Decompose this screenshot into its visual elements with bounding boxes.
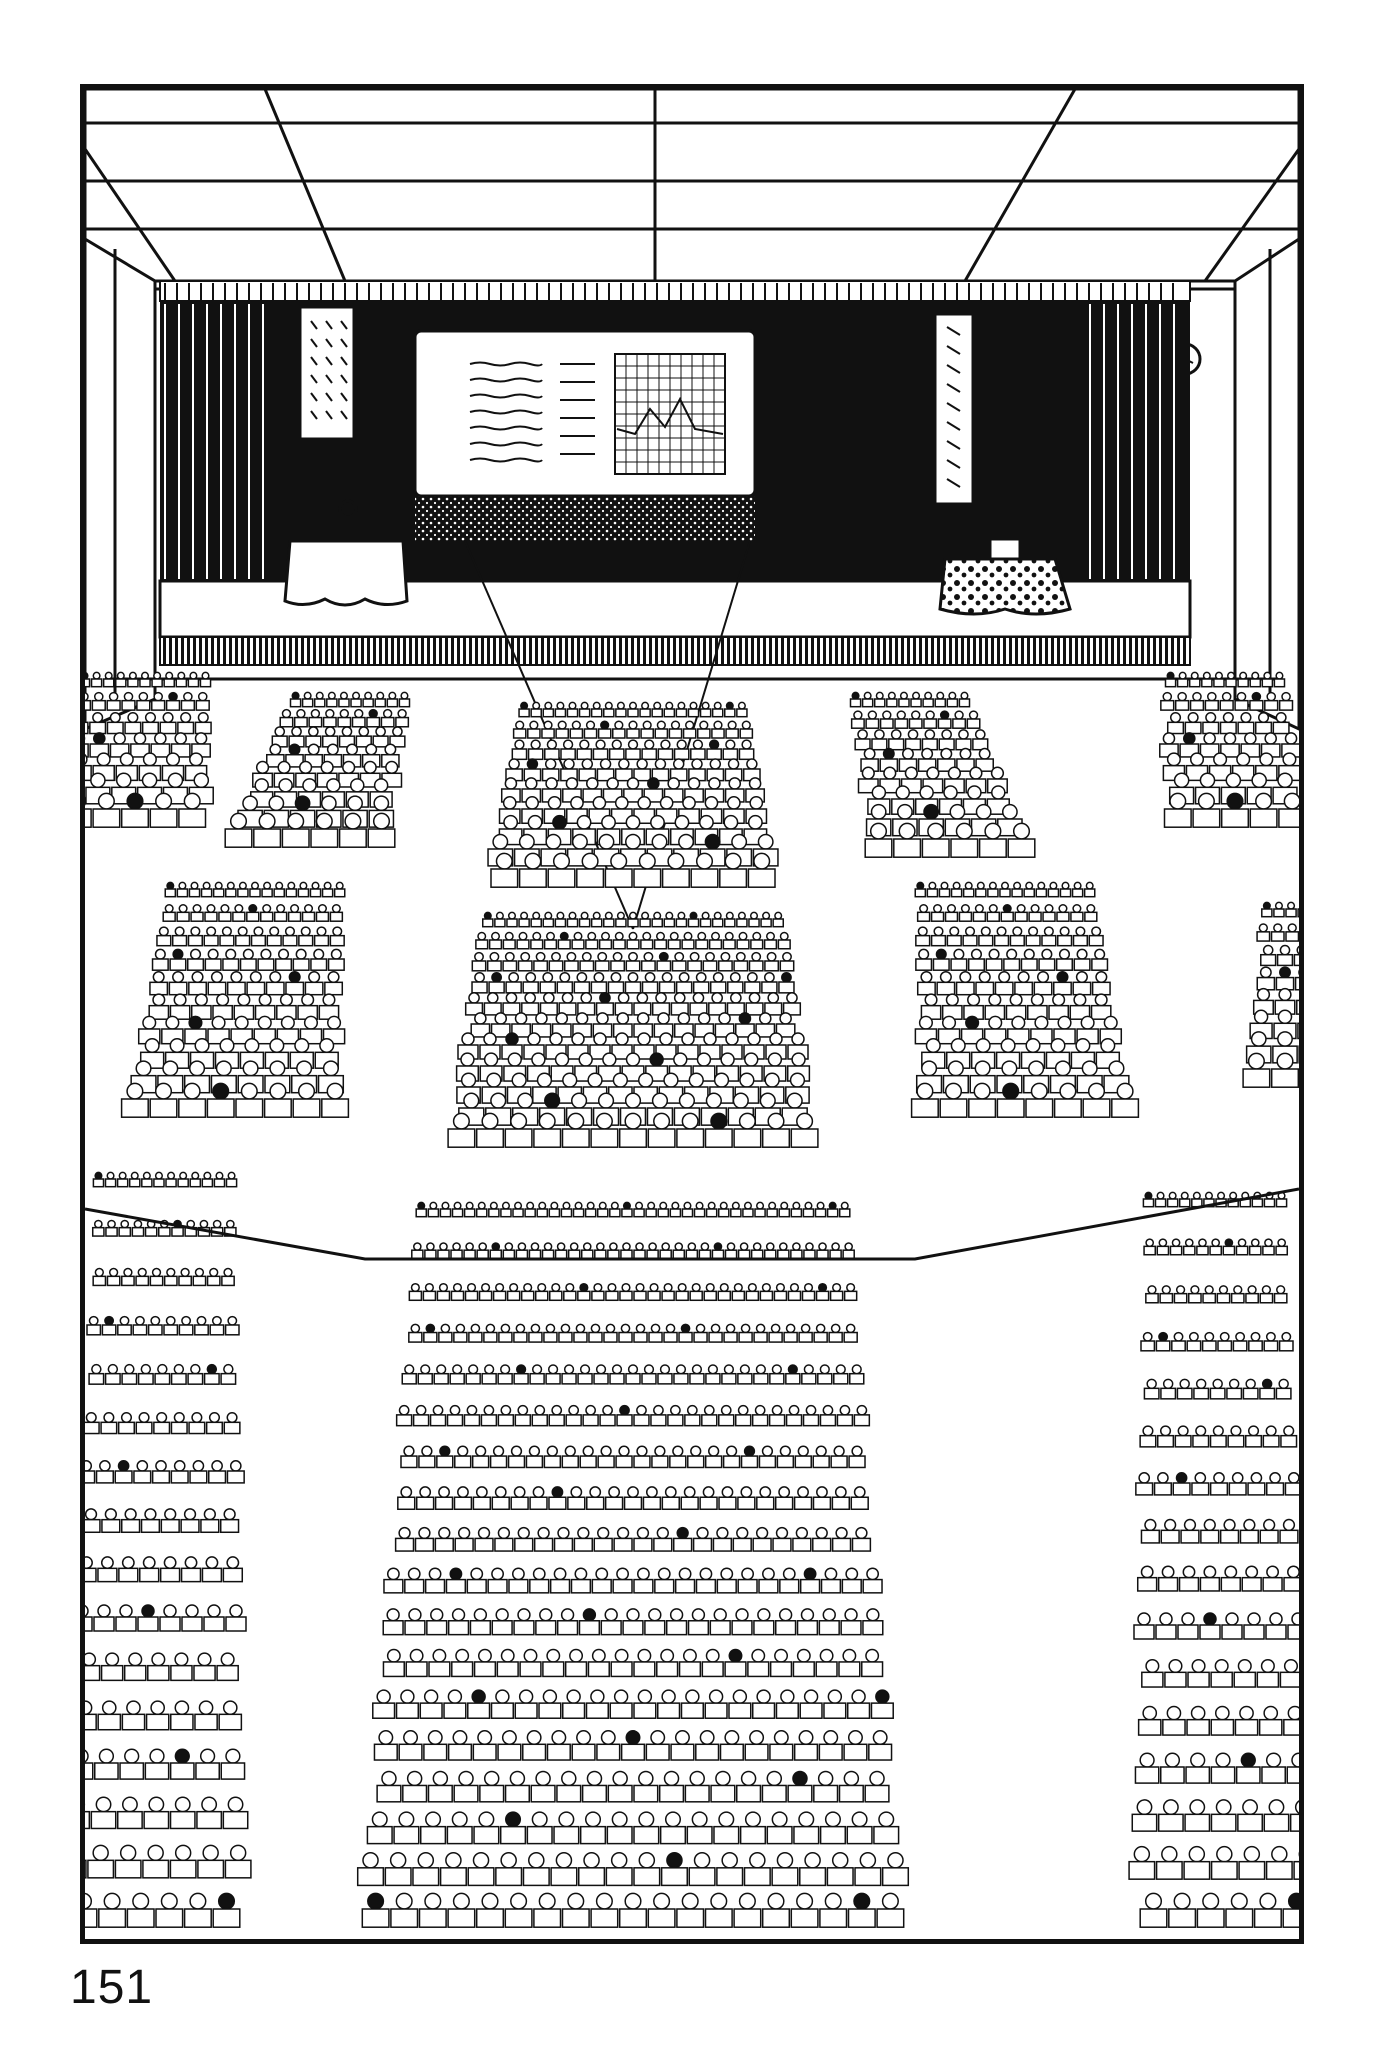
hanging-scroll-icon bbox=[298, 305, 975, 506]
manga-panel bbox=[80, 84, 1304, 1944]
flower-table bbox=[938, 537, 1072, 616]
stage-floor bbox=[105, 579, 1280, 681]
aisle-lines bbox=[85, 1187, 1299, 1261]
audience-seating bbox=[85, 671, 1299, 1928]
ceiling bbox=[85, 89, 1299, 291]
speaker-lectern bbox=[283, 499, 409, 607]
auditorium-illustration bbox=[85, 89, 1299, 1928]
projection-screen-icon bbox=[413, 329, 757, 541]
page-number: 151 bbox=[70, 1961, 154, 2014]
